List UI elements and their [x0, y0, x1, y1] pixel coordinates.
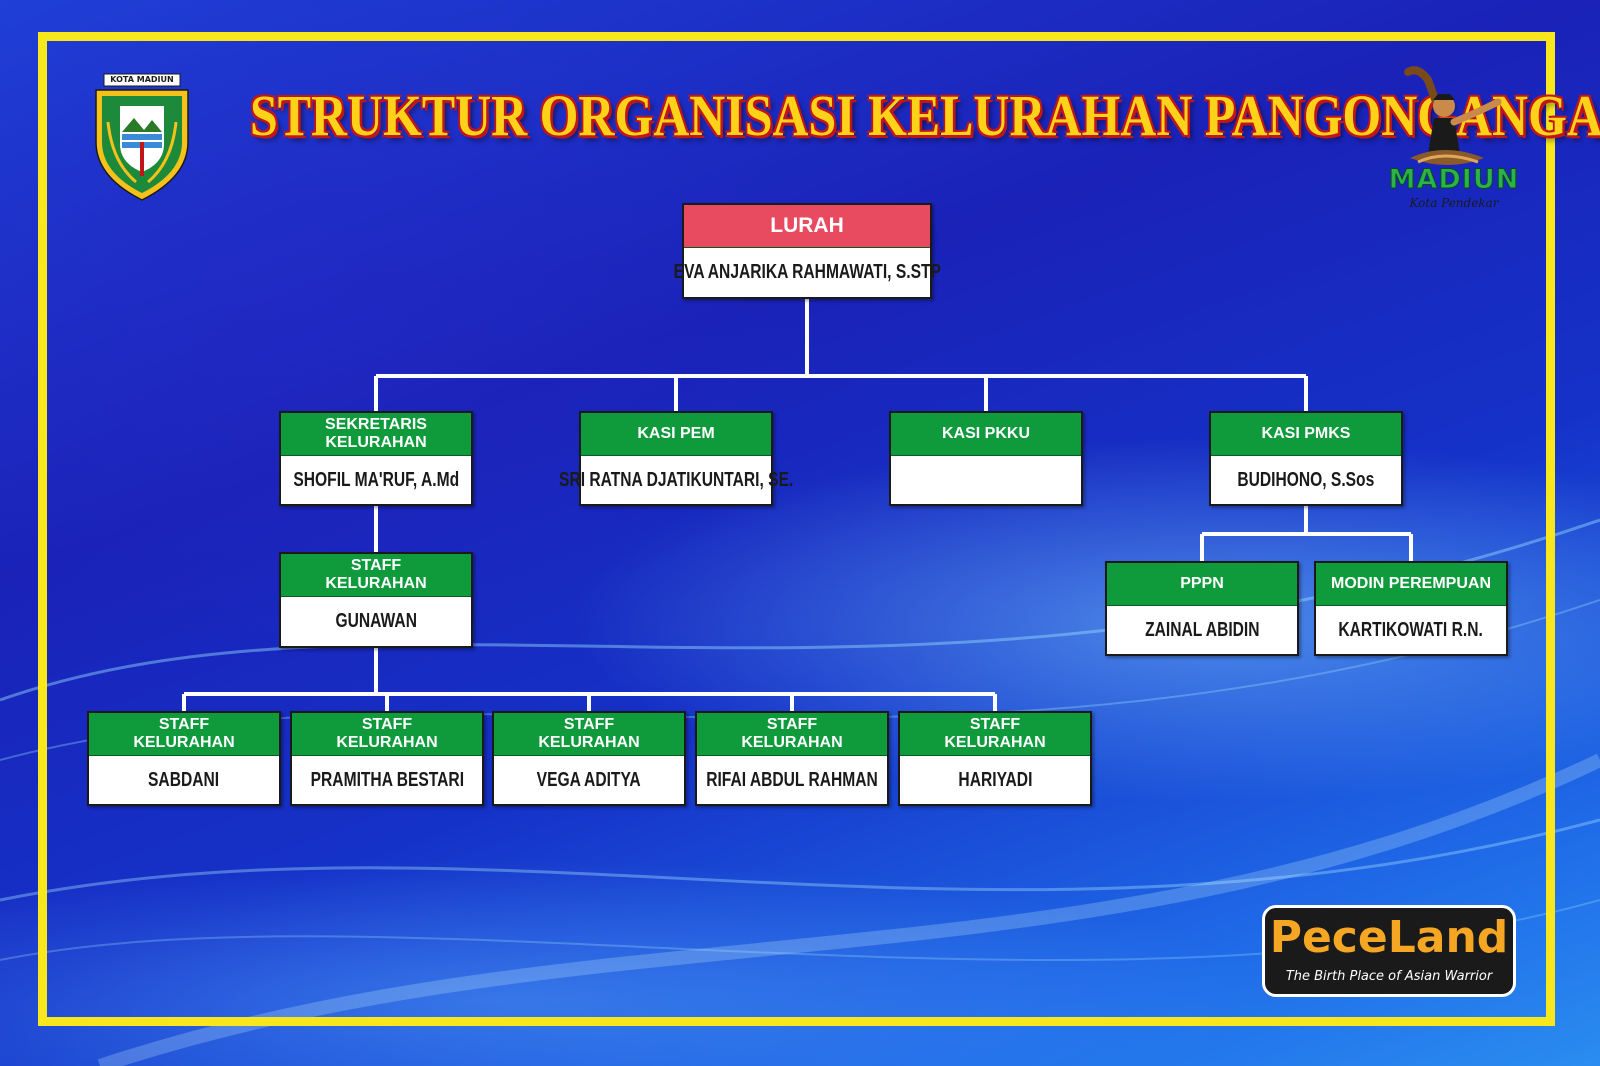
peceland-brand-text: PeceLand [1269, 912, 1509, 963]
staff-main-role-line1: STAFF [350, 557, 402, 574]
modin-name: KARTIKOWATI R.N. [1316, 606, 1506, 654]
staff-role: STAFF KELURAHAN [900, 713, 1090, 756]
shield-emblem-icon [95, 73, 189, 201]
lurah-box: LURAH EVA ANJARIKA RAHMAWATI, S.STP [673, 203, 941, 299]
kasi-pkku-box: KASI PKKU [889, 411, 1083, 506]
staff-main-name-text: GUNAWAN [335, 610, 417, 632]
kasi-pmks-name-text: BUDIHONO, S.Sos [1237, 468, 1375, 491]
kasi-pem-name: SRI RATNA DJATIKUNTARI, SE. [559, 456, 793, 504]
staff-name: VEGA ADITYA [494, 756, 684, 804]
peceland-logo: PeceLand The Birth Place of Asian Warrio… [1262, 905, 1516, 997]
madiun-brand-text: MADIUN [1388, 164, 1520, 196]
staff-main-box: STAFF KELURAHAN GUNAWAN [279, 552, 473, 648]
staff-role-line2: KELURAHAN [133, 734, 235, 751]
staff-box: STAFF KELURAHAN PRAMITHA BESTARI [290, 711, 484, 806]
sekretaris-name-text: SHOFIL MA'RUF, A.Md [293, 468, 459, 491]
sekretaris-role-line1: SEKRETARIS [325, 416, 427, 433]
kasi-pmks-box: KASI PMKS BUDIHONO, S.Sos [1209, 411, 1403, 506]
staff-role-line1: STAFF [361, 716, 413, 733]
staff-role-line1: STAFF [969, 716, 1021, 733]
kasi-pmks-role: KASI PMKS [1211, 413, 1401, 456]
madiun-brand-logo: MADIUN Kota Pendekar [1388, 62, 1520, 222]
emblem-label: KOTA MADIUN [110, 75, 174, 84]
staff-role-line2: KELURAHAN [944, 734, 1046, 751]
sekretaris-name: SHOFIL MA'RUF, A.Md [281, 456, 471, 504]
staff-box: STAFF KELURAHAN HARIYADI [898, 711, 1092, 806]
pppn-role: PPPN [1107, 563, 1297, 606]
modin-box: MODIN PEREMPUAN KARTIKOWATI R.N. [1314, 561, 1508, 656]
staff-name: PRAMITHA BESTARI [292, 756, 482, 804]
lurah-role: LURAH [684, 205, 930, 248]
kasi-pem-box: KASI PEM SRI RATNA DJATIKUNTARI, SE. [559, 411, 793, 506]
pppn-name: ZAINAL ABIDIN [1107, 606, 1297, 654]
kasi-pmks-name: BUDIHONO, S.Sos [1211, 456, 1401, 504]
staff-role-line1: STAFF [563, 716, 615, 733]
staff-name: SABDANI [89, 756, 279, 804]
staff-name-text: PRAMITHA BESTARI [310, 768, 464, 791]
staff-name-text: VEGA ADITYA [536, 768, 642, 791]
staff-name-text: SABDANI [148, 768, 220, 791]
madiun-brand-subtext: Kota Pendekar [1409, 196, 1499, 210]
staff-main-name: GUNAWAN [281, 597, 471, 646]
staff-role-line2: KELURAHAN [741, 734, 843, 751]
staff-name-text: RIFAI ABDUL RAHMAN [706, 768, 878, 791]
staff-role-line2: KELURAHAN [538, 734, 640, 751]
staff-name-text: HARIYADI [958, 768, 1032, 791]
peceland-tagline: The Birth Place of Asian Warrior [1285, 969, 1493, 984]
kasi-pem-role: KASI PEM [581, 413, 771, 456]
sekretaris-role-line2: KELURAHAN [325, 434, 427, 451]
staff-role-line2: KELURAHAN [336, 734, 438, 751]
kota-madiun-emblem: KOTA MADIUN [92, 72, 192, 204]
dancer-icon [1404, 66, 1502, 165]
pppn-box: PPPN ZAINAL ABIDIN [1105, 561, 1299, 656]
pppn-name-text: ZAINAL ABIDIN [1144, 618, 1260, 641]
kasi-pem-name-text: SRI RATNA DJATIKUNTARI, SE. [558, 468, 794, 491]
staff-main-role: STAFF KELURAHAN [281, 554, 471, 597]
modin-name-text: KARTIKOWATI R.N. [1338, 618, 1484, 641]
lurah-name-text: EVA ANJARIKA RAHMAWATI, S.STP [673, 261, 941, 283]
staff-role: STAFF KELURAHAN [697, 713, 887, 756]
yellow-frame [38, 32, 1555, 1026]
staff-box: STAFF KELURAHAN VEGA ADITYA [492, 711, 686, 806]
sekretaris-role: SEKRETARIS KELURAHAN [281, 413, 471, 456]
staff-role: STAFF KELURAHAN [89, 713, 279, 756]
staff-name: RIFAI ABDUL RAHMAN [697, 756, 887, 804]
staff-box: STAFF KELURAHAN RIFAI ABDUL RAHMAN [695, 711, 889, 806]
staff-role-line1: STAFF [766, 716, 818, 733]
sekretaris-box: SEKRETARIS KELURAHAN SHOFIL MA'RUF, A.Md [279, 411, 473, 506]
staff-main-role-line2: KELURAHAN [325, 575, 427, 592]
kasi-pkku-role: KASI PKKU [891, 413, 1081, 456]
staff-name: HARIYADI [900, 756, 1090, 804]
staff-role-line1: STAFF [158, 716, 210, 733]
staff-role: STAFF KELURAHAN [494, 713, 684, 756]
staff-role: STAFF KELURAHAN [292, 713, 482, 756]
lurah-name: EVA ANJARIKA RAHMAWATI, S.STP [673, 248, 940, 297]
staff-box: STAFF KELURAHAN SABDANI [87, 711, 281, 806]
modin-role: MODIN PEREMPUAN [1316, 563, 1506, 606]
kasi-pkku-name [891, 456, 1081, 504]
